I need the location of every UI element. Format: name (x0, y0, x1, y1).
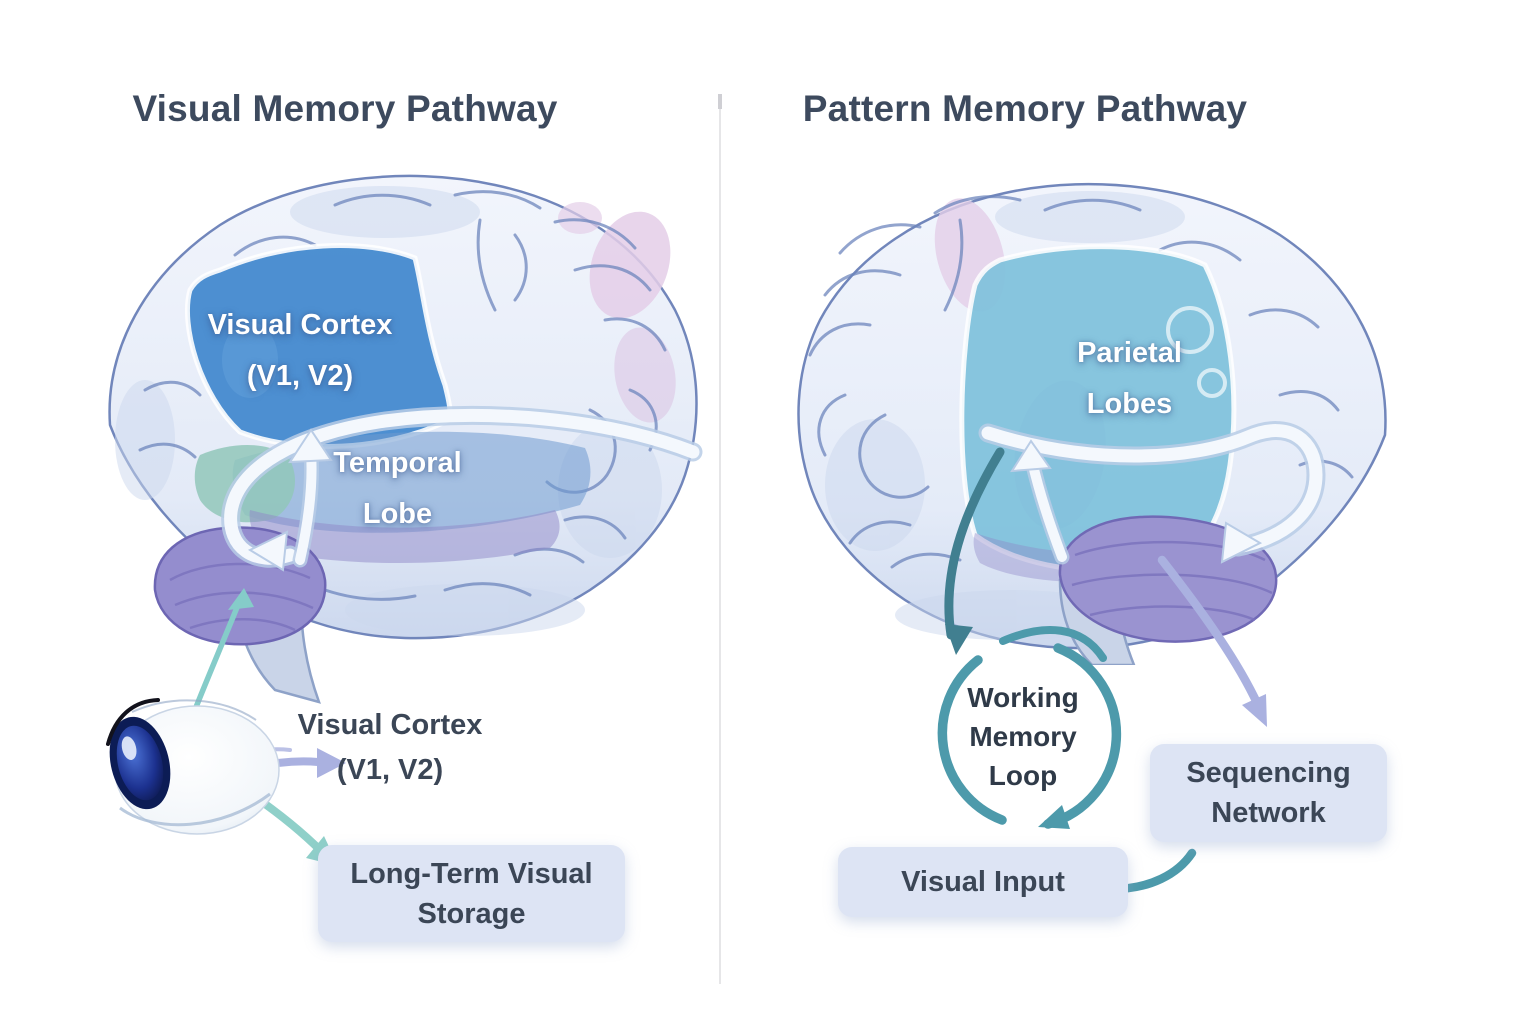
parietal-detail-circles (1166, 306, 1227, 398)
eye-icon (106, 698, 280, 835)
panel-divider (719, 94, 721, 984)
arrow-brain-to-sequencing (1157, 555, 1267, 727)
left-subcortical-band (249, 510, 560, 563)
right-brain-illustration (797, 182, 1387, 665)
right-memory-ribbon (978, 421, 1326, 565)
working-memory-loop-label: Working Memory Loop (967, 682, 1079, 791)
working-memory-loop-ring (937, 643, 1122, 829)
ribbon-up-arrowhead-right (1010, 439, 1052, 473)
sequencing-network-box: Sequencing Network (1150, 744, 1387, 842)
visual-cortex-highlight (222, 322, 278, 398)
ribbon-left-arrowhead (247, 530, 289, 572)
ribbon-up-arrowhead (288, 428, 333, 464)
temporal-lobe-region-label: Temporal Lobe (333, 447, 462, 530)
long-term-visual-storage-label: Long-Term Visual Storage (350, 857, 593, 930)
sequencing-network-label: Sequencing Network (1186, 757, 1351, 829)
visual-input-label: Visual Input (901, 866, 1065, 898)
ribbon-right-arrowhead (1220, 521, 1263, 564)
right-panel-title: Pattern Memory Pathway (802, 88, 1248, 129)
arrow-brain-to-loop (944, 447, 1005, 655)
visual-input-box: Visual Input (838, 847, 1128, 917)
visual-cortex-region-label: Visual Cortex (V1, V2) (207, 309, 393, 392)
panel-divider-tick (718, 94, 722, 109)
left-panel-title: Visual Memory Pathway (132, 88, 558, 129)
eye-iris (109, 716, 171, 810)
parietal-lobes-region-label: Parietal Lobes (1077, 337, 1182, 420)
eye-lash (106, 698, 160, 746)
left-brain-pink-accents (558, 202, 676, 423)
visual-cortex-caption: Visual Cortex (V1, V2) (297, 709, 483, 786)
left-brain-illustration (108, 174, 703, 704)
left-memory-ribbon (221, 406, 703, 572)
right-cerebellum (1058, 515, 1278, 643)
arc-loop-to-brain (999, 626, 1107, 662)
right-brain-gyri (808, 195, 1354, 569)
long-term-visual-storage-box: Long-Term Visual Storage (318, 845, 625, 942)
